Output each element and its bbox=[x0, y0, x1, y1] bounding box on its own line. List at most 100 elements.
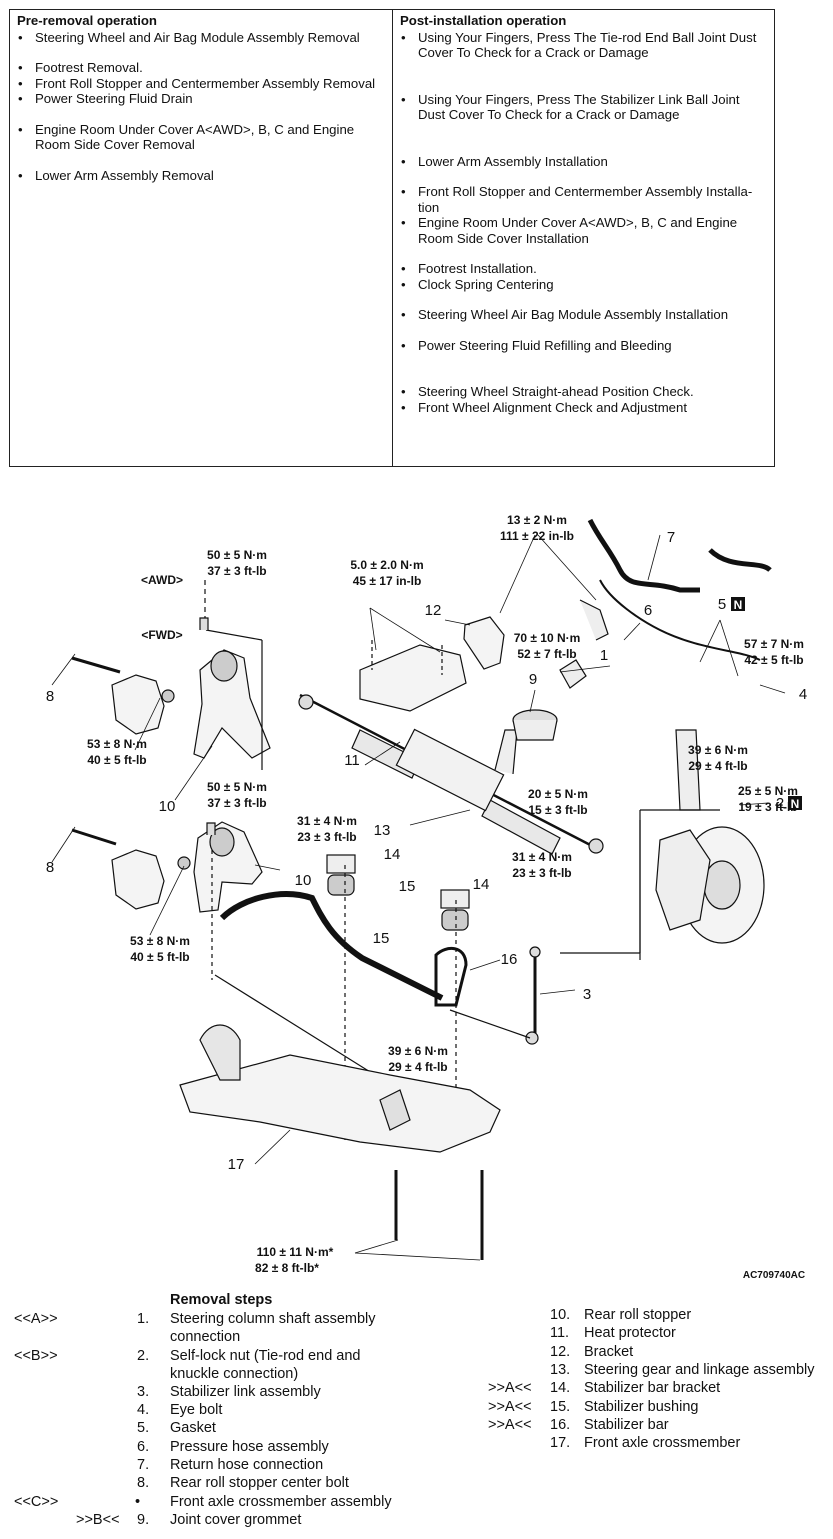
removal-steps-title: Removal steps bbox=[170, 1292, 273, 1308]
step-code: >>A<< bbox=[488, 1417, 532, 1433]
step-num: 14. bbox=[550, 1380, 571, 1396]
step-code: >>A<< bbox=[488, 1399, 532, 1415]
list-item: Front Roll Stopper and Centermember Asse… bbox=[400, 184, 768, 215]
awd-label: <AWD> bbox=[141, 573, 183, 587]
steering-gear-exploded-diagram: 13 ± 2 N·m 111 ± 22 in-lb 50 ± 5 N·m 37 … bbox=[46, 513, 807, 1281]
list-item: Using Your Fingers, Press The Stabilizer… bbox=[400, 92, 768, 123]
callout-17: 17 bbox=[228, 1156, 245, 1173]
list-item: Steering Wheel Straight-ahead Position C… bbox=[400, 384, 768, 400]
post-installation-list: Using Your Fingers, Press The Tie-rod En… bbox=[400, 30, 768, 416]
step-text: Joint cover grommet bbox=[170, 1512, 302, 1528]
callout-8: 8 bbox=[46, 859, 54, 876]
callout-5: 5 bbox=[718, 596, 726, 613]
list-item: Front Wheel Alignment Check and Adjustme… bbox=[400, 400, 768, 416]
list-item: Using Your Fingers, Press The Tie-rod En… bbox=[400, 30, 768, 61]
post-installation-title: Post-installation operation bbox=[400, 13, 567, 28]
torque-label: 53 ± 8 N·m bbox=[87, 737, 147, 751]
step-num: 10. bbox=[550, 1307, 571, 1323]
crossmember-drawing bbox=[179, 1024, 501, 1260]
list-item: Engine Room Under Cover A<AWD>, B, C and… bbox=[400, 215, 768, 246]
pre-removal-column: Pre-removal operation Steering Wheel and… bbox=[10, 10, 393, 466]
torque-label: 20 ± 5 N·m bbox=[528, 787, 588, 801]
torque-label: 15 ± 3 ft-lb bbox=[528, 803, 587, 817]
torque-label: 40 ± 5 ft-lb bbox=[130, 950, 189, 964]
step-code: <<C>> bbox=[14, 1494, 59, 1510]
step-num: 4. bbox=[137, 1402, 150, 1418]
callout-4: 4 bbox=[799, 686, 807, 703]
rear-roll-stopper-fwd-drawing bbox=[71, 821, 376, 1076]
torque-label: 70 ± 10 N·m bbox=[514, 631, 581, 645]
stabilizer-bracket-drawing bbox=[326, 854, 470, 1140]
torque-label: 57 ± 7 N·m bbox=[744, 637, 804, 651]
hoses-drawing bbox=[579, 518, 772, 661]
torque-label: 111 ± 22 in-lb bbox=[500, 529, 574, 543]
list-item: Steering Wheel Air Bag Module Assembly I… bbox=[400, 307, 768, 323]
step-text: Return hose connection bbox=[170, 1457, 324, 1473]
step-code: <<B>> bbox=[14, 1348, 58, 1364]
joint-cover-drawing bbox=[512, 659, 587, 741]
callout-13: 13 bbox=[374, 822, 391, 839]
step-num: 12. bbox=[550, 1344, 571, 1360]
step-num: 3. bbox=[137, 1384, 150, 1400]
step-text: Gasket bbox=[170, 1420, 216, 1436]
list-item: Engine Room Under Cover A<AWD>, B, C and… bbox=[17, 122, 386, 153]
torque-label: 29 ± 4 ft-lb bbox=[388, 1060, 447, 1074]
step-text: Pressure hose assembly bbox=[170, 1439, 329, 1455]
step-text: Stabilizer bar bbox=[584, 1417, 669, 1433]
list-item: Lower Arm Assembly Installation bbox=[400, 154, 768, 170]
torque-label: 29 ± 4 ft-lb bbox=[688, 759, 747, 773]
torque-label: 50 ± 5 N·m bbox=[207, 780, 267, 794]
pre-removal-title: Pre-removal operation bbox=[17, 13, 157, 28]
torque-label: 5.0 ± 2.0 N·m bbox=[350, 558, 423, 572]
step-num: 7. bbox=[137, 1457, 150, 1473]
step-text: knuckle connection) bbox=[170, 1366, 299, 1382]
callout-6: 6 bbox=[644, 602, 652, 619]
callout-numbers: 1 2 3 4 5 6 7 8 8 9 10 10 11 12 13 14 14… bbox=[46, 529, 807, 1173]
torque-label: 39 ± 6 N·m bbox=[688, 743, 748, 757]
callout-1: 1 bbox=[600, 647, 608, 664]
step-text: Bracket bbox=[584, 1344, 634, 1360]
step-text: Front axle crossmember bbox=[584, 1435, 741, 1451]
rear-roll-stopper-awd-drawing bbox=[71, 580, 271, 770]
step-text: Rear roll stopper bbox=[584, 1307, 692, 1323]
heat-protector-drawing bbox=[359, 616, 505, 712]
torque-label: 53 ± 8 N·m bbox=[130, 934, 190, 948]
torque-label: 110 ± 11 N·m* bbox=[257, 1245, 334, 1259]
step-num: 17. bbox=[550, 1435, 571, 1451]
torque-label: 52 ± 7 ft-lb bbox=[517, 647, 576, 661]
torque-label: 37 ± 3 ft-lb bbox=[207, 796, 266, 810]
callout-12: 12 bbox=[425, 602, 442, 619]
step-text: Rear roll stopper center bolt bbox=[170, 1475, 349, 1491]
step-num: 1. bbox=[137, 1311, 150, 1327]
step-text: Eye bolt bbox=[170, 1402, 223, 1418]
step-num: 9. bbox=[137, 1512, 150, 1528]
torque-label: 37 ± 3 ft-lb bbox=[207, 564, 266, 578]
leader-lines bbox=[51, 534, 786, 1261]
step-num: 2. bbox=[137, 1348, 150, 1364]
callout-14: 14 bbox=[473, 876, 490, 893]
callout-10: 10 bbox=[159, 798, 176, 815]
step-text: Heat protector bbox=[584, 1325, 676, 1341]
step-text: connection bbox=[170, 1329, 241, 1345]
step-text: Front axle crossmember assembly bbox=[170, 1494, 392, 1510]
n-badge: N bbox=[791, 797, 800, 811]
step-num: 8. bbox=[137, 1475, 150, 1491]
torque-label: 13 ± 2 N·m bbox=[507, 513, 567, 527]
list-item: Power Steering Fluid Drain bbox=[17, 91, 386, 107]
torque-labels: 13 ± 2 N·m 111 ± 22 in-lb 50 ± 5 N·m 37 … bbox=[87, 513, 805, 1281]
knuckle-disc-drawing bbox=[639, 729, 765, 960]
callout-15: 15 bbox=[373, 930, 390, 947]
torque-label: 23 ± 3 ft-lb bbox=[297, 830, 356, 844]
torque-label: 31 ± 4 N·m bbox=[512, 850, 572, 864]
step-num: 6. bbox=[137, 1439, 150, 1455]
list-item: Steering Wheel and Air Bag Module Assemb… bbox=[17, 30, 386, 46]
torque-label: 40 ± 5 ft-lb bbox=[87, 753, 146, 767]
steering-gear-drawing bbox=[298, 693, 604, 855]
step-num: 5. bbox=[137, 1420, 150, 1436]
figure-id: AC709740AC bbox=[743, 1270, 805, 1281]
step-text: Steering gear and linkage assembly bbox=[584, 1362, 815, 1378]
removal-steps: Removal steps <<A>> 1. Steering column s… bbox=[0, 1291, 833, 1539]
step-code: >>A<< bbox=[488, 1380, 532, 1396]
operations-table: Pre-removal operation Steering Wheel and… bbox=[9, 9, 775, 467]
callout-10: 10 bbox=[295, 872, 312, 889]
